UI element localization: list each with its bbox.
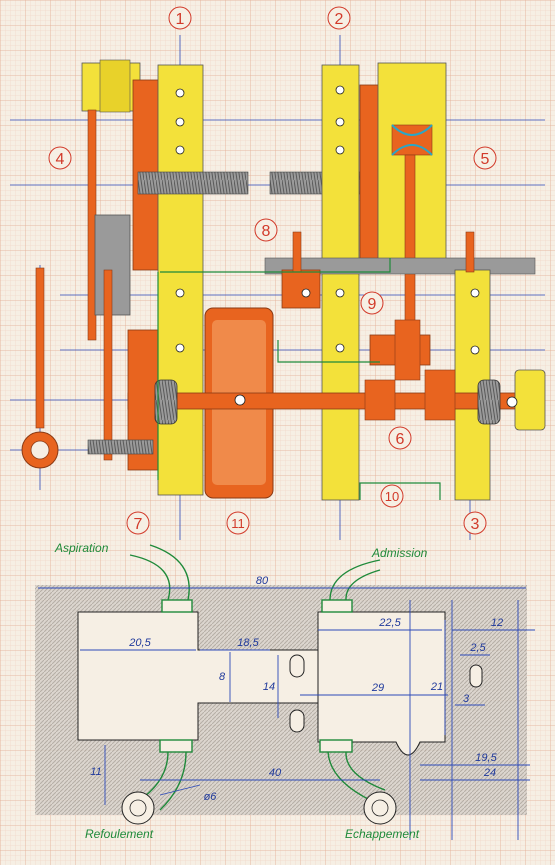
dimension-24: 24 <box>483 767 496 779</box>
label-aspiration: Aspiration <box>54 541 109 555</box>
part-number: 6 <box>396 431 405 448</box>
part-number: 11 <box>231 516 245 531</box>
ports <box>129 544 386 811</box>
part-number-labels: 1 2 4 5 8 9 6 10 7 11 3 <box>56 11 490 533</box>
dimension-11: 11 <box>90 766 101 778</box>
slot-upper <box>289 654 305 678</box>
part-number: 7 <box>134 516 143 533</box>
bolts <box>175 85 518 408</box>
dimension-29: 29 <box>371 682 384 694</box>
label-refoulement: Refoulement <box>85 827 154 841</box>
port-circle-right <box>363 791 397 825</box>
knob-right <box>477 379 501 425</box>
dimension-lines <box>38 587 535 840</box>
knob-left <box>154 379 178 425</box>
threaded-bar-left <box>137 171 249 195</box>
part-number: 10 <box>385 489 399 504</box>
port-plate-drawing: 80 12 20,5 18,5 22,5 8 14 29 21 2,5 3 19… <box>35 541 535 841</box>
label-echappement: Echappement <box>345 827 420 841</box>
dimension-21: 21 <box>430 681 443 693</box>
engine-assembly: 1 2 4 5 8 9 6 10 7 11 3 <box>10 6 546 540</box>
dimension-22-5: 22,5 <box>378 617 401 629</box>
slot-lower <box>289 709 305 733</box>
dimension-18-5: 18,5 <box>237 637 259 649</box>
connecting-rod <box>35 267 45 429</box>
port-circle-left <box>121 791 155 825</box>
knurled-wheel <box>514 369 546 431</box>
part-number: 4 <box>56 151 65 168</box>
block-right-profile <box>317 611 446 756</box>
dimension-phi6: ø6 <box>204 791 218 803</box>
valve-rod-right <box>404 154 416 326</box>
part-number: 3 <box>471 516 480 533</box>
dimension-19-5: 19,5 <box>475 752 497 764</box>
part-number: 9 <box>368 296 377 313</box>
label-admission: Admission <box>371 546 428 560</box>
part-number: 1 <box>176 11 185 28</box>
dimension-14: 14 <box>263 681 275 693</box>
dimension-40: 40 <box>269 767 282 779</box>
green-outline <box>157 258 441 500</box>
crankshaft <box>127 392 519 410</box>
dimension-labels: 80 12 20,5 18,5 22,5 8 14 29 21 2,5 3 19… <box>90 575 503 803</box>
part-number: 5 <box>481 151 490 168</box>
slot-right <box>469 664 483 688</box>
dimension-2-5: 2,5 <box>469 642 486 654</box>
dimension-12: 12 <box>491 617 503 629</box>
dimension-20-5: 20,5 <box>128 637 151 649</box>
column-2 <box>321 64 360 501</box>
part-number: 2 <box>335 11 344 28</box>
column-1 <box>157 64 204 496</box>
part-number: 8 <box>262 223 271 240</box>
dimension-80: 80 <box>256 575 269 587</box>
dimension-3: 3 <box>463 693 470 705</box>
gray-block-left <box>94 214 131 316</box>
bracket-8 <box>281 269 321 309</box>
dimension-8: 8 <box>219 671 226 683</box>
part-number-circles <box>48 6 497 535</box>
